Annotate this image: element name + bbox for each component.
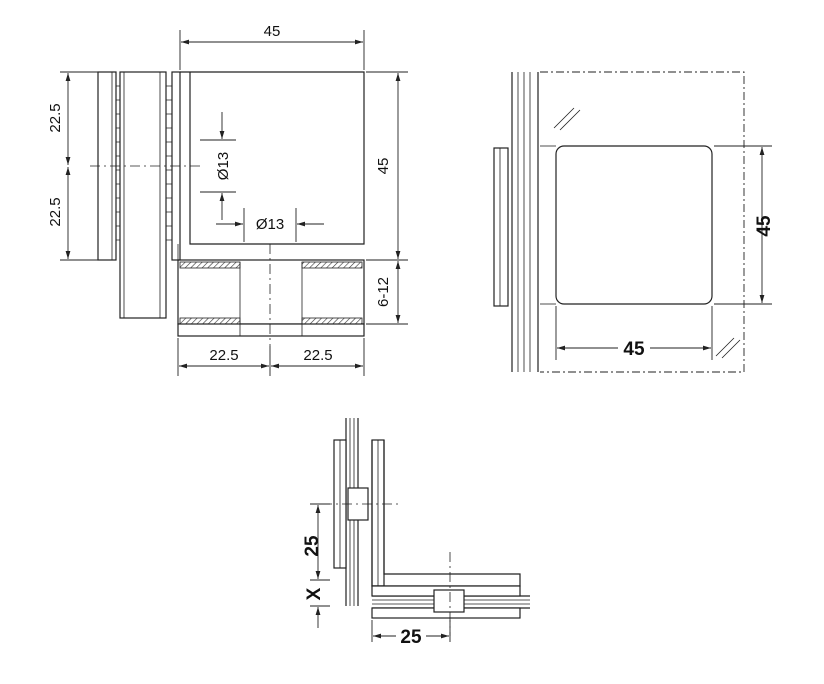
dim-side-width: 45 <box>623 339 645 360</box>
dim-glass-thickness: 6-12 <box>375 277 392 307</box>
dim-plan-horizontal: 25 <box>400 627 422 648</box>
dim-width-top: 45 <box>264 23 281 40</box>
dim-hole-horizontal: Ø13 <box>256 216 284 233</box>
dim-side-height: 45 <box>754 215 775 237</box>
dim-plan-vertical: 25 <box>302 535 323 557</box>
back-plate <box>493 147 509 307</box>
glass-reflection-top <box>553 107 581 131</box>
glass-outline <box>540 71 745 373</box>
dim-upper-left: 22.5 <box>47 103 64 132</box>
plan-view: 25 X 25 <box>302 418 530 648</box>
front-view: 45 45 6-12 22.5 22.5 Ø13 Ø13 <box>47 23 408 376</box>
l-bracket-outline <box>180 71 365 245</box>
glass-clamp-lower <box>177 244 365 337</box>
clamp-plate-stack <box>97 71 181 319</box>
dim-bottom-left: 22.5 <box>209 347 238 364</box>
dim-bottom-right: 22.5 <box>303 347 332 364</box>
dim-plan-x: X <box>304 587 325 600</box>
corner-bracket <box>371 440 521 587</box>
square-clamp-face <box>555 145 713 305</box>
side-view: 45 45 <box>493 71 775 373</box>
dim-lower-left: 22.5 <box>47 197 64 226</box>
glass-panel-edge <box>511 72 539 372</box>
dim-hole-vertical: Ø13 <box>215 152 232 180</box>
dim-height-right: 45 <box>375 158 392 175</box>
bolt-horizontal <box>433 589 465 613</box>
glass-reflection-bottom <box>715 337 741 359</box>
